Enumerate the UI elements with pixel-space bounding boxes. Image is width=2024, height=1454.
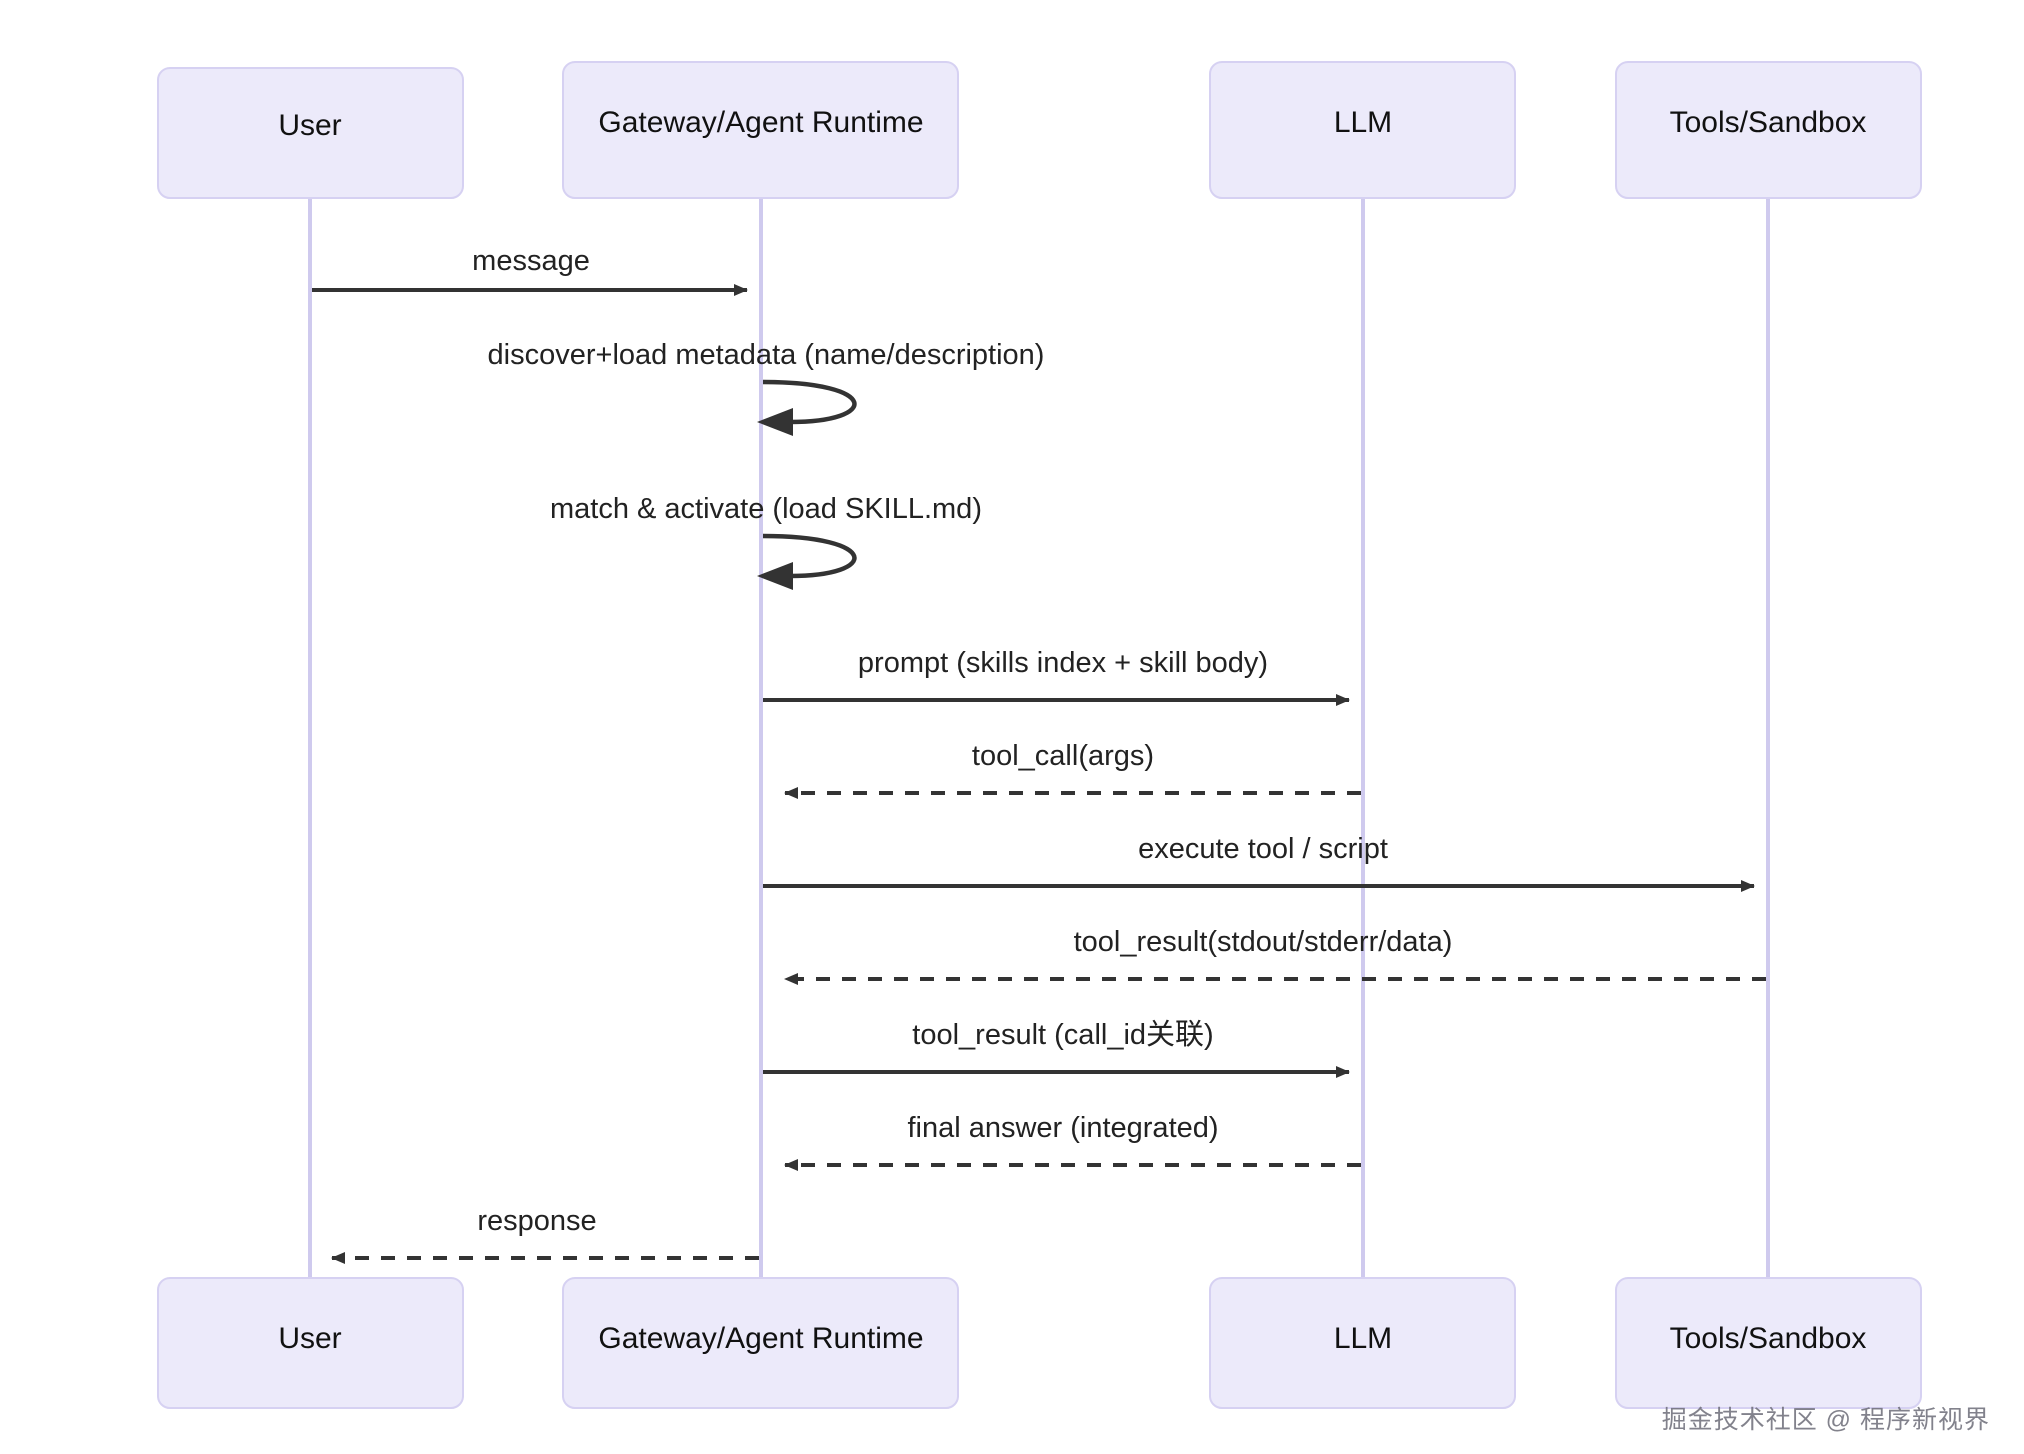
- actor-bottom-user[interactable]: User: [157, 1277, 464, 1409]
- message-10-label: response: [477, 1205, 596, 1237]
- message-8-tool-result-callid[interactable]: tool_result (call_id关联): [763, 1018, 1350, 1078]
- actor-bottom-tools[interactable]: Tools/Sandbox: [1615, 1277, 1922, 1409]
- message-5-tool-call[interactable]: tool_call(args): [784, 740, 1361, 799]
- actor-top-tools[interactable]: Tools/Sandbox: [1615, 61, 1922, 199]
- actor-top-gateway-label: Gateway/Agent Runtime: [598, 106, 923, 139]
- actor-bottom-llm[interactable]: LLM: [1209, 1277, 1516, 1409]
- message-2-discover-load-metadata[interactable]: discover+load metadata (name/description…: [488, 339, 1045, 436]
- actor-bottom-gateway[interactable]: Gateway/Agent Runtime: [562, 1277, 959, 1409]
- actor-top-user-label: User: [278, 109, 341, 142]
- actor-bottom-gateway-label: Gateway/Agent Runtime: [598, 1322, 923, 1355]
- message-3-arrowhead: [757, 562, 793, 590]
- message-7-tool-result-stdout[interactable]: tool_result(stdout/stderr/data): [784, 926, 1766, 985]
- message-5-label: tool_call(args): [972, 740, 1154, 772]
- actor-bottom-llm-label: LLM: [1334, 1322, 1392, 1355]
- actor-top-llm-label: LLM: [1334, 106, 1392, 139]
- actor-boxes-bottom: User Gateway/Agent Runtime LLM Tools/San…: [157, 1277, 1922, 1409]
- actor-top-gateway[interactable]: Gateway/Agent Runtime: [562, 61, 959, 199]
- message-3-label: match & activate (load SKILL.md): [550, 493, 982, 525]
- message-10-response[interactable]: response: [331, 1205, 759, 1264]
- actor-boxes-top: User Gateway/Agent Runtime LLM Tools/San…: [157, 61, 1922, 199]
- message-3-loop: [762, 533, 857, 579]
- message-6-execute-tool[interactable]: execute tool / script: [763, 833, 1755, 892]
- lifelines: [308, 198, 1770, 1278]
- message-2-label: discover+load metadata (name/description…: [488, 339, 1045, 371]
- message-2-arrowhead: [757, 408, 793, 436]
- actor-top-user[interactable]: User: [157, 67, 464, 199]
- message-7-label: tool_result(stdout/stderr/data): [1074, 926, 1453, 958]
- watermark: 掘金技术社区 @ 程序新视界: [1661, 1406, 1990, 1434]
- actor-top-tools-label: Tools/Sandbox: [1670, 106, 1867, 139]
- message-8-label: tool_result (call_id关联): [912, 1018, 1213, 1051]
- actor-bottom-user-label: User: [278, 1322, 341, 1355]
- message-1-message[interactable]: message: [312, 245, 748, 296]
- actor-bottom-tools-label: Tools/Sandbox: [1670, 1322, 1867, 1355]
- message-1-label: message: [472, 245, 590, 277]
- message-4-label: prompt (skills index + skill body): [858, 647, 1268, 679]
- message-4-prompt[interactable]: prompt (skills index + skill body): [763, 647, 1350, 706]
- message-2-loop: [762, 379, 857, 425]
- message-9-final-answer[interactable]: final answer (integrated): [784, 1112, 1361, 1171]
- message-6-label: execute tool / script: [1138, 833, 1388, 865]
- message-3-match-activate[interactable]: match & activate (load SKILL.md): [550, 493, 982, 590]
- message-9-label: final answer (integrated): [907, 1112, 1218, 1144]
- actor-top-llm[interactable]: LLM: [1209, 61, 1516, 199]
